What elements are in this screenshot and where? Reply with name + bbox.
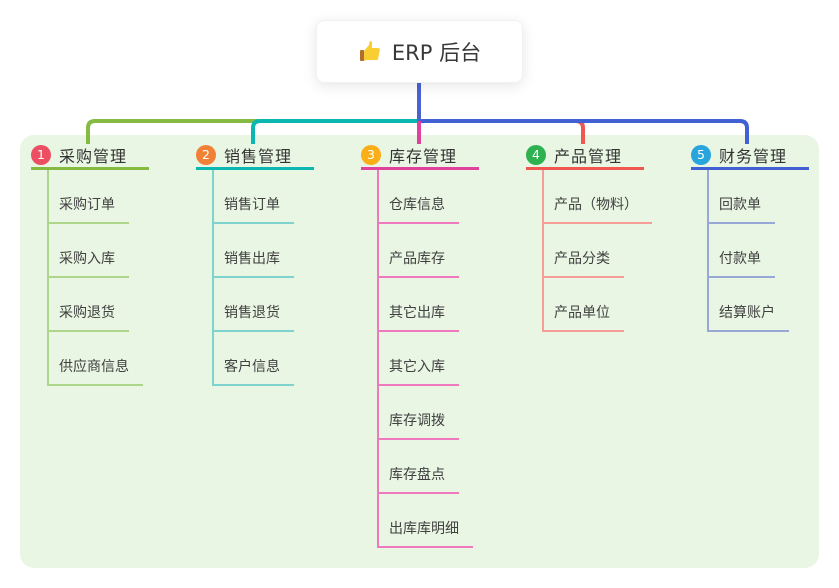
branch-number-badge: 1 — [31, 145, 51, 165]
child-node[interactable]: 产品分类 — [544, 224, 652, 278]
branch-node[interactable]: 4 产品管理 — [526, 145, 645, 170]
child-node[interactable]: 产品（物料） — [544, 170, 652, 224]
branch-title: 销售管理 — [224, 147, 293, 166]
branch-title: 财务管理 — [719, 147, 788, 166]
branch-node[interactable]: 2 销售管理 — [196, 145, 315, 170]
root-node-label: ERP 后台 — [391, 40, 482, 65]
child-node[interactable]: 仓库信息 — [379, 170, 473, 224]
branch-number-badge: 3 — [361, 145, 381, 165]
branch-children: 仓库信息 产品库存 其它出库 其它入库 库存调拨 库存盘点 出库库明细 — [377, 170, 473, 548]
child-node[interactable]: 供应商信息 — [49, 332, 143, 386]
child-node-label: 付款单 — [709, 248, 775, 278]
branch-product: 4 产品管理 产品（物料） 产品分类 产品单位 — [526, 145, 694, 332]
child-node[interactable]: 销售退货 — [214, 278, 294, 332]
child-node[interactable]: 产品单位 — [544, 278, 652, 332]
child-node-label: 其它出库 — [379, 302, 459, 332]
branch-node[interactable]: 3 库存管理 — [361, 145, 480, 170]
child-node[interactable]: 客户信息 — [214, 332, 294, 386]
branch-inventory: 3 库存管理 仓库信息 产品库存 其它出库 其它入库 库存调拨 库存盘点 出库库… — [361, 145, 529, 548]
child-node-label: 销售出库 — [214, 248, 294, 278]
child-node-label: 库存调拨 — [379, 410, 459, 440]
child-node-label: 库存盘点 — [379, 464, 459, 494]
branch-children: 产品（物料） 产品分类 产品单位 — [542, 170, 652, 332]
child-node[interactable]: 采购入库 — [49, 224, 143, 278]
child-node[interactable]: 销售出库 — [214, 224, 294, 278]
branch-title: 产品管理 — [554, 147, 623, 166]
branch-node[interactable]: 1 采购管理 — [31, 145, 150, 170]
child-node[interactable]: 采购退货 — [49, 278, 143, 332]
child-node-label: 产品单位 — [544, 302, 624, 332]
child-node[interactable]: 出库库明细 — [379, 494, 473, 548]
mindmap-panel — [20, 135, 819, 568]
child-node[interactable]: 产品库存 — [379, 224, 473, 278]
child-node-label: 其它入库 — [379, 356, 459, 386]
child-node-label: 产品（物料） — [544, 194, 652, 224]
root-node[interactable]: ERP 后台 — [316, 20, 523, 83]
branch-node[interactable]: 5 财务管理 — [691, 145, 810, 170]
child-node[interactable]: 回款单 — [709, 170, 789, 224]
branch-title: 库存管理 — [389, 147, 458, 166]
child-node-label: 回款单 — [709, 194, 775, 224]
branch-title: 采购管理 — [59, 147, 128, 166]
child-node-label: 采购入库 — [49, 248, 129, 278]
child-node[interactable]: 其它出库 — [379, 278, 473, 332]
branch-number-badge: 2 — [196, 145, 216, 165]
child-node-label: 客户信息 — [214, 356, 294, 386]
child-node[interactable]: 采购订单 — [49, 170, 143, 224]
branch-finance: 5 财务管理 回款单 付款单 结算账户 — [691, 145, 839, 332]
child-node[interactable]: 库存盘点 — [379, 440, 473, 494]
branch-number-badge: 5 — [691, 145, 711, 165]
branch-sales: 2 销售管理 销售订单 销售出库 销售退货 客户信息 — [196, 145, 364, 386]
thumbs-up-icon — [359, 40, 380, 61]
branch-children: 销售订单 销售出库 销售退货 客户信息 — [212, 170, 294, 386]
child-node-label: 采购订单 — [49, 194, 129, 224]
child-node-label: 供应商信息 — [49, 356, 143, 386]
branch-children: 采购订单 采购入库 采购退货 供应商信息 — [47, 170, 143, 386]
child-node-label: 销售退货 — [214, 302, 294, 332]
branch-purchase: 1 采购管理 采购订单 采购入库 采购退货 供应商信息 — [31, 145, 199, 386]
child-node-label: 仓库信息 — [379, 194, 459, 224]
child-node[interactable]: 其它入库 — [379, 332, 473, 386]
child-node-label: 销售订单 — [214, 194, 294, 224]
child-node-label: 结算账户 — [709, 302, 789, 332]
branch-children: 回款单 付款单 结算账户 — [707, 170, 789, 332]
child-node-label: 产品分类 — [544, 248, 624, 278]
child-node[interactable]: 销售订单 — [214, 170, 294, 224]
branch-number-badge: 4 — [526, 145, 546, 165]
child-node[interactable]: 结算账户 — [709, 278, 789, 332]
child-node[interactable]: 付款单 — [709, 224, 789, 278]
child-node[interactable]: 库存调拨 — [379, 386, 473, 440]
child-node-label: 出库库明细 — [379, 518, 473, 548]
child-node-label: 产品库存 — [379, 248, 459, 278]
child-node-label: 采购退货 — [49, 302, 129, 332]
